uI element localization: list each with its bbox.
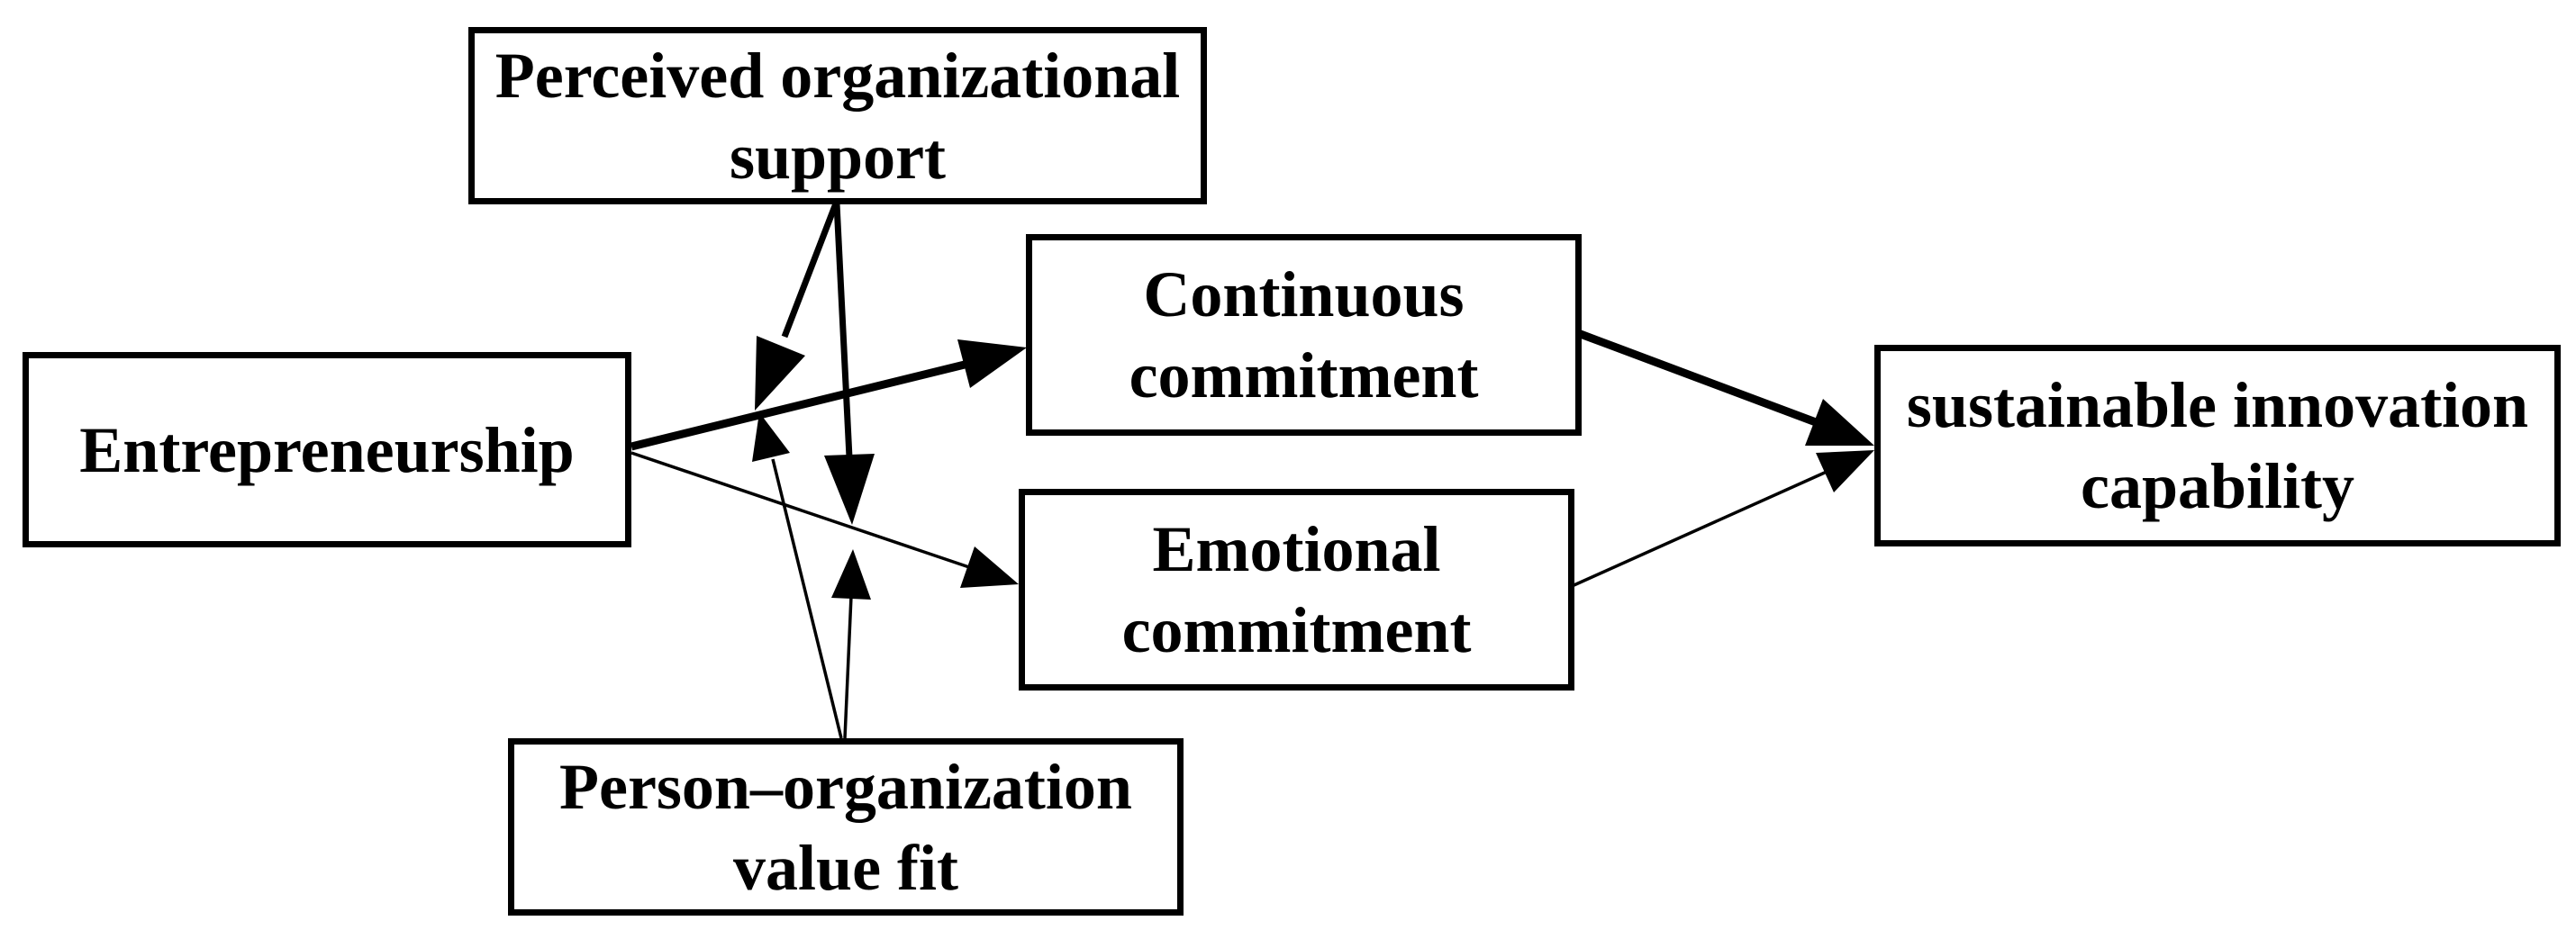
arrow-head bbox=[752, 412, 790, 462]
arrow-head bbox=[957, 339, 1027, 388]
node-perceived-organizational-support-label: Perceived organizational support bbox=[494, 39, 1181, 193]
edge-continuous-commitment-to-sustainable-innovation-capability bbox=[1576, 329, 1874, 446]
moderation-arrow-pos-on-continuous-path bbox=[755, 202, 839, 411]
node-continuous-commitment: Continuous commitment bbox=[1026, 234, 1582, 436]
arrow-shaft bbox=[630, 451, 970, 569]
node-emotional-commitment: Emotional commitment bbox=[1019, 489, 1574, 691]
moderation-arrow-pofit-on-continuous-path bbox=[752, 412, 843, 739]
moderation-arrow-pos-on-emotional-path bbox=[824, 203, 875, 525]
arrow-head bbox=[1816, 450, 1874, 492]
arrow-shaft bbox=[833, 203, 853, 458]
node-emotional-commitment-label: Emotional commitment bbox=[1121, 513, 1472, 666]
arrow-head bbox=[831, 549, 871, 600]
node-sustainable-innovation-capability-label: sustainable innovation capability bbox=[1906, 369, 2529, 522]
arrow-shaft bbox=[1576, 329, 1818, 427]
edge-entrepreneurship-to-continuous-commitment bbox=[630, 339, 1027, 451]
arrow-head bbox=[824, 454, 875, 525]
node-entrepreneurship: Entrepreneurship bbox=[23, 352, 631, 547]
arrow-shaft bbox=[1569, 470, 1828, 589]
node-sustainable-innovation-capability: sustainable innovation capability bbox=[1874, 345, 2561, 546]
node-entrepreneurship-label: Entrepreneurship bbox=[79, 413, 575, 486]
arrow-shaft bbox=[781, 202, 839, 339]
arrow-shaft bbox=[771, 458, 843, 739]
edge-entrepreneurship-to-emotional-commitment bbox=[630, 451, 1019, 588]
node-continuous-commitment-label: Continuous commitment bbox=[1129, 258, 1479, 411]
arrow-shaft bbox=[843, 595, 853, 739]
moderation-arrow-pofit-on-emotional-path bbox=[831, 549, 871, 739]
arrow-head bbox=[755, 336, 805, 411]
arrow-head bbox=[960, 546, 1019, 588]
node-person-organization-value-fit-label: Person–organization value fit bbox=[559, 750, 1132, 904]
arrow-shaft bbox=[630, 359, 970, 451]
edge-emotional-commitment-to-sustainable-innovation-capability bbox=[1569, 450, 1874, 589]
node-person-organization-value-fit: Person–organization value fit bbox=[508, 738, 1184, 916]
arrow-head bbox=[1805, 399, 1874, 446]
node-perceived-organizational-support: Perceived organizational support bbox=[468, 27, 1207, 204]
